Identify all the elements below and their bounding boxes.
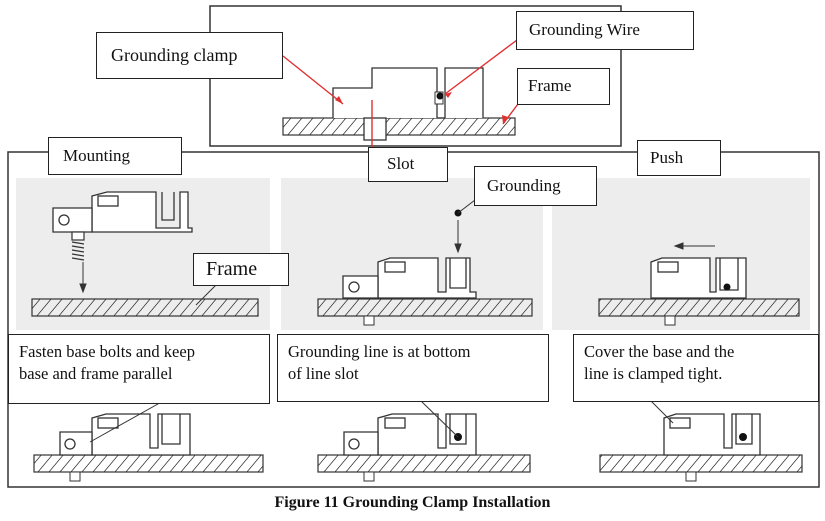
note-mounting: Fasten base bolts and keep base and fram… bbox=[8, 334, 270, 404]
panel-title-mounting: Mounting bbox=[48, 137, 182, 175]
label-grounding-wire: Grounding Wire bbox=[516, 11, 694, 50]
panel1-clamp-upper bbox=[52, 191, 193, 233]
panel3-frame-bar bbox=[598, 298, 800, 317]
panel-title-push: Push bbox=[637, 140, 721, 176]
note-mounting-line-1: Fasten base bolts and keep bbox=[19, 342, 195, 361]
callout-grounding: Grounding bbox=[474, 166, 597, 206]
top-frame-bar bbox=[282, 117, 516, 136]
top-clamp-profile bbox=[332, 67, 484, 141]
panel3-clamp-upper bbox=[650, 257, 747, 299]
label-grounding-clamp: Grounding clamp bbox=[96, 32, 283, 79]
panel3-frame-bar-lower bbox=[599, 454, 803, 473]
panel1-clamp-lower bbox=[59, 413, 191, 456]
panel3-clamp-lower bbox=[663, 413, 761, 456]
panel2-arrow bbox=[454, 220, 462, 254]
panel1-arrow bbox=[79, 262, 87, 294]
panel2-clamp-lower bbox=[343, 413, 477, 456]
panel1-frame-bar-lower bbox=[33, 454, 264, 473]
panel1-frame-bar bbox=[31, 298, 259, 317]
note-push-line-1: Cover the base and the bbox=[584, 342, 735, 361]
label-frame-top: Frame bbox=[517, 68, 610, 105]
note-mounting-line-2: base and frame parallel bbox=[19, 364, 173, 383]
note-grounding-line-1: Grounding line is at bottom bbox=[288, 342, 471, 361]
panel1-bolt bbox=[71, 231, 85, 261]
panel2-frame-bar bbox=[317, 298, 533, 317]
note-push-line-2: line is clamped tight. bbox=[584, 364, 723, 383]
figure-caption: Figure 11 Grounding Clamp Installation bbox=[274, 494, 551, 511]
panel2-frame-bar-lower bbox=[317, 454, 531, 473]
note-grounding: Grounding line is at bottom of line slot bbox=[277, 334, 549, 402]
callout-frame: Frame bbox=[193, 253, 289, 286]
note-push: Cover the base and the line is clamped t… bbox=[573, 334, 819, 402]
label-slot: Slot bbox=[368, 147, 448, 182]
panel3-arrow bbox=[673, 242, 715, 250]
note-grounding-line-2: of line slot bbox=[288, 364, 359, 383]
top-wire-dot bbox=[436, 92, 444, 100]
panel2-clamp-upper bbox=[342, 257, 477, 299]
